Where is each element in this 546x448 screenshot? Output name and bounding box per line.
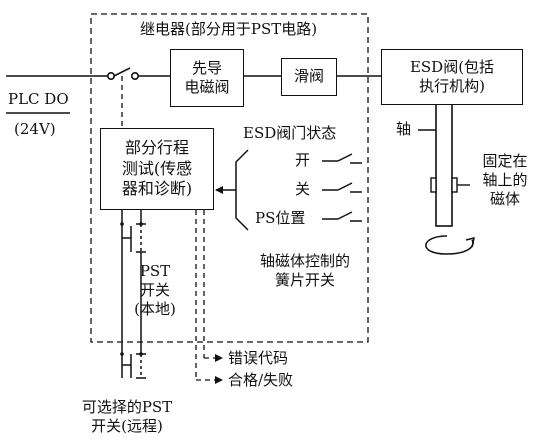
pst-remote-line2: 开关(远程) [91,416,163,435]
status-bracket [215,149,249,231]
pst-local-line2: 开关 [139,280,170,299]
spool-valve-label: 滑阀 [293,67,324,86]
pst-box-line1: 部分行程 [124,137,189,157]
valve-shaft [435,103,453,227]
esd-status-closed: 关 [295,180,311,198]
reed-note-line2: 簧片开关 [274,270,335,289]
pst-switch-wires [121,210,146,379]
rotation-arrow [425,235,475,255]
pst-remote-switch-label: 可选择的PST 开关(远程) [62,398,192,436]
magnet-label: 固定在 轴上的 磁体 [472,152,538,208]
relay-enclosure [90,13,369,343]
pilot-solenoid-valve-box: 先导 电磁阀 [170,49,244,107]
wire-dots [120,222,143,356]
output-lines [195,210,205,380]
esd-valve-box: ESD阀(包括 执行机构) [381,49,523,105]
esd-valve-line2: 执行机构) [419,77,485,95]
pst-box-line2: 测试(传感 [121,158,193,178]
esd-valve-line1: ESD阀(包括 [409,57,495,76]
pst-box-line3: 器和诊断) [121,179,193,199]
reed-note-line1: 轴磁体控制的 [259,252,350,270]
pilot-valve-line1: 先导 [191,58,222,77]
pst-local-line1: PST [139,262,171,280]
esd-status-ps-position: PS位置 [255,209,306,227]
pilot-valve-line2: 电磁阀 [184,78,230,96]
pass-fail-output: 合格/失败 [228,371,294,389]
relay-title: 继电器(部分用于PST电路) [140,20,318,38]
pst-sensor-box: 部分行程 测试(传感 器和诊断) [100,128,214,210]
shaft-label: 轴 [396,120,412,138]
reed-switches [322,153,362,222]
magnet-left [430,177,437,193]
magnet-right [451,177,458,193]
magnet-line1: 固定在 [482,152,528,170]
esd-status-title: ESD阀门状态 [243,124,337,142]
magnet-line3: 磁体 [489,189,520,208]
plc-do-label: PLC DO [8,90,69,108]
esd-status-open: 开 [295,151,311,169]
spool-valve-box: 滑阀 [281,58,337,96]
pst-local-line3: (本地) [134,299,176,318]
error-code-output: 错误代码 [228,349,289,367]
pst-local-switch-label: PST 开关 (本地) [120,262,190,318]
reed-switch-note: 轴磁体控制的 簧片开关 [246,252,364,290]
pst-remote-line1: 可选择的PST [81,398,173,416]
plc-voltage-label: (24V) [14,120,56,138]
plc-relay-contact [6,67,170,81]
magnet-line2: 轴上的 [482,170,528,189]
